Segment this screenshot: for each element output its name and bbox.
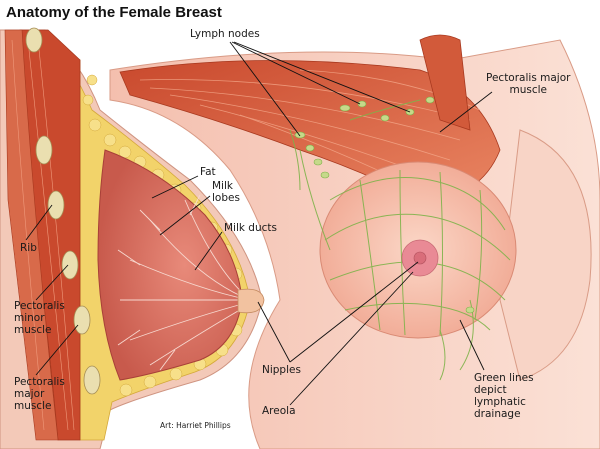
label-line: muscle	[14, 324, 52, 336]
label-line: lymphatic	[474, 396, 526, 408]
label-pectoralis-major-right: Pectoralis major muscle	[486, 72, 570, 96]
label-milk-lobes: Milk lobes	[212, 180, 240, 204]
label-line: minor	[14, 312, 45, 324]
ribs	[25, 27, 101, 395]
label-line: Milk	[212, 180, 233, 192]
label-line: Pectoralis	[14, 376, 65, 388]
diagram-title: Anatomy of the Female Breast	[6, 4, 222, 21]
art-credit: Art: Harriet Phillips	[160, 421, 231, 430]
label-pectoralis-minor: Pectoralis minor muscle	[14, 300, 65, 336]
nipple-section	[237, 288, 265, 314]
side-breast-skin	[499, 129, 592, 381]
milk-lobes-section	[97, 149, 243, 381]
label-line: drainage	[474, 408, 521, 420]
label-line: Green lines	[474, 372, 534, 384]
upper-arm	[419, 34, 471, 131]
label-line: Pectoralis	[14, 300, 65, 312]
leader-lines	[25, 41, 493, 406]
label-areola: Areola	[262, 405, 296, 417]
lymphatic-network	[289, 99, 511, 381]
label-fat: Fat	[200, 166, 216, 178]
label-line: Pectoralis major	[486, 72, 571, 84]
label-line: muscle	[14, 400, 52, 412]
label-milk-ducts: Milk ducts	[224, 222, 277, 234]
label-line: major	[14, 388, 45, 400]
label-green-lines: Green lines depict lymphatic drainage	[474, 372, 534, 420]
label-line: depict	[474, 384, 507, 396]
label-lymph-nodes: Lymph nodes	[190, 28, 260, 40]
label-pectoralis-major-left: Pectoralis major muscle	[14, 376, 65, 412]
nipple	[413, 251, 427, 265]
label-line: lobes	[212, 192, 240, 204]
label-nipples: Nipples	[262, 364, 301, 376]
label-rib: Rib	[20, 242, 37, 254]
lymph-node-clusters	[294, 96, 475, 314]
label-line: muscle	[509, 84, 547, 96]
